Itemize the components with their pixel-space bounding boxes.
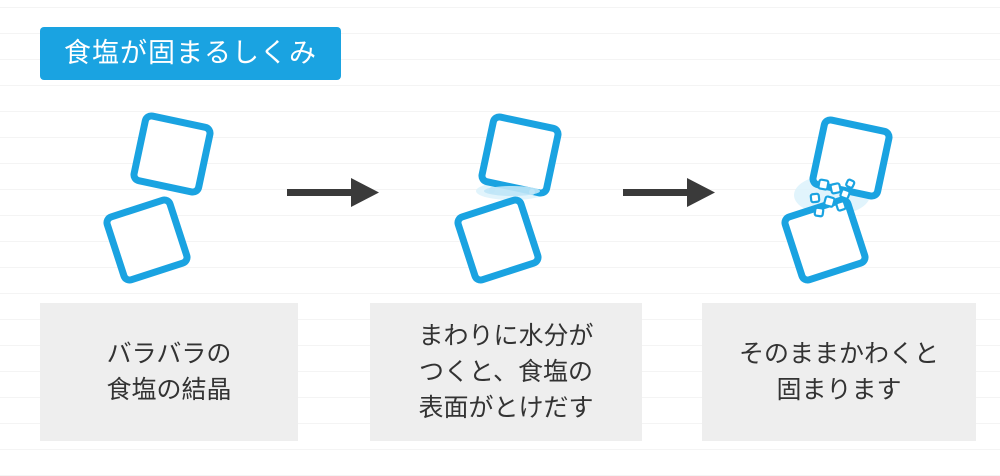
salt-crystal-bottom xyxy=(103,196,191,284)
recrystallized-salt-grains xyxy=(809,178,856,218)
stage-2-caption: まわりに水分が つくと、食塩の 表面がとけだす xyxy=(370,303,642,441)
caption-line: 表面がとけだす xyxy=(418,393,594,422)
caption-line: 食塩の結晶 xyxy=(106,375,232,404)
stage-1-caption: バラバラの 食塩の結晶 xyxy=(40,303,298,441)
stage-2-illustration xyxy=(454,113,562,284)
arrow-right-icon xyxy=(623,178,715,207)
arrow-right-icon xyxy=(287,178,379,207)
page-title: 食塩が固まるしくみ xyxy=(40,27,341,80)
stage-1-illustration xyxy=(103,112,214,284)
caption-line: まわりに水分が xyxy=(418,321,594,350)
caption-line: そのままかわくと xyxy=(738,339,939,368)
dissolving-surface xyxy=(484,186,540,196)
salt-crystal-top xyxy=(130,112,214,196)
stage-3-illustration xyxy=(781,116,893,284)
caption-line: バラバラの xyxy=(106,339,232,368)
stage-3-caption: そのままかわくと 固まります xyxy=(702,303,976,441)
salt-crystal-bottom xyxy=(454,196,542,284)
caption-line: つくと、食塩の xyxy=(418,357,593,386)
salt-crystal-top xyxy=(478,113,562,197)
caption-line: 固まります xyxy=(776,375,902,404)
